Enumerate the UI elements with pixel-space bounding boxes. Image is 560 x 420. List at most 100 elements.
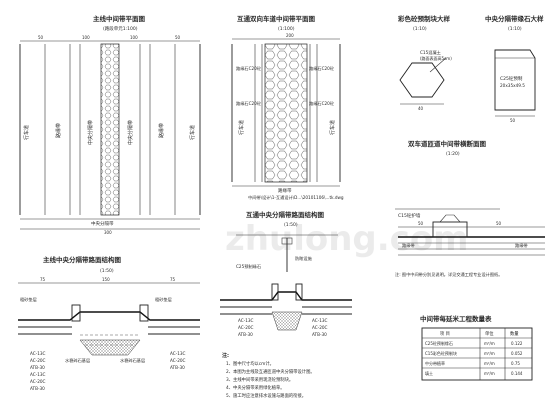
detail-curb-dim: 50 <box>510 118 516 123</box>
table-row-2-item: C15彩色砼预制块 <box>425 350 457 356</box>
table-row-4-unit: m³/m <box>484 371 495 376</box>
section-right-label-right: 路缘带 <box>515 242 528 249</box>
plan-ramp-c20-3: 路缘石C20砼 <box>309 65 335 72</box>
section-ramp-layer-l2: AC-20C <box>238 325 254 330</box>
section-ramp-layer-r1: AC-13C <box>312 318 328 323</box>
section-right-title: 双车道匝道中间带横断面图 <box>408 139 487 148</box>
section-right-scale: (1:20) <box>446 151 460 157</box>
section-right-label-left: 路缘带 <box>402 242 415 249</box>
detail-hex-title: 彩色砼预制块大样 <box>397 14 451 23</box>
plan-main-dim-3: 100 <box>130 35 138 40</box>
plan-main-median-strip <box>100 43 120 216</box>
section-right: 双车道匝道中间带横断面图 (1:20) C15砼护墙 路缘带 路缘带 50 50… <box>395 139 545 278</box>
plan-main-dim-2: 100 <box>82 35 90 40</box>
notes-title: 注: <box>222 352 229 359</box>
section-ramp-layer-r3: ATB-30 <box>312 332 327 337</box>
quantity-table: 中间带每延米工程数量表 项 目 单位 数量 C25砼预制缘石 m³/m 0.12… <box>420 314 533 381</box>
table-header-qty: 数量 <box>510 330 519 337</box>
notes-line-3: 3、主线中间带采用现浇砼预制块。 <box>226 376 293 383</box>
plan-main-dim-1: 50 <box>38 35 44 40</box>
section-ramp-title: 互通中央分隔带路面结构图 <box>246 210 325 219</box>
section-main-dim-3: 75 <box>170 277 176 282</box>
plan-main-title: 主线中间带平面图 <box>93 14 146 23</box>
section-right-label-top: C15砼护墙 <box>398 212 421 219</box>
section-right-dim-1: 50 <box>418 221 424 226</box>
plan-ramp: 互通双向车道中间带平面图 (1:100) 200 行车道 行车道 路缘石C20砼… <box>231 14 341 194</box>
table-row-4-item: 填土 <box>425 370 433 376</box>
plan-main-bottom-dim: 300 <box>104 230 112 235</box>
detail-curb: 中央分隔带缘石大样 (1:10) C25砼预制 20x35x49.5 50 <box>485 14 544 123</box>
table-row-3-item: 中分带植草 <box>425 360 445 366</box>
section-right-note: 注: 图中中间带分别见说明。详见交通工程专业设计图纸。 <box>395 271 502 278</box>
section-main-layer-l3: ATB-30 <box>30 365 45 370</box>
section-main-right-top: 粗砂垫层 <box>155 296 172 303</box>
watermark: zhulong.com <box>225 219 469 259</box>
section-ramp-layer-l1: AC-13C <box>238 318 254 323</box>
section-main: 主线中央分隔带路面结构图 (1:50) 75 150 75 粗砂垫层 粗砂垫层 … <box>18 255 200 391</box>
plan-main-right-lane: 行车道 <box>189 125 196 140</box>
plan-ramp-median-block <box>264 43 308 183</box>
table-header-unit: 单位 <box>485 330 494 337</box>
plan-ramp-c20-2: 路缘石C20砼 <box>236 100 262 107</box>
plan-ramp-c20-1: 路缘石C20砼 <box>236 65 262 72</box>
plan-ramp-bottom-label: 路缘带 <box>278 187 292 194</box>
plan-main-left-lane: 行车道 <box>23 125 30 140</box>
table-row-2-unit: m³/m <box>484 351 495 356</box>
section-ramp-surface <box>220 291 352 301</box>
detail-curb-note-1: C25砼预制 <box>500 75 523 82</box>
notes-line-5: 5、施工时应注意排水设施与路面的衔接。 <box>226 392 306 399</box>
detail-curb-shape <box>494 49 536 111</box>
detail-curb-scale: (1:10) <box>508 26 522 32</box>
section-main-layer-r3: ATB-30 <box>170 365 185 370</box>
detail-hex-note-2: (路面表面高5cm) <box>420 55 452 61</box>
table-row-3-unit: m²/m <box>484 361 495 366</box>
section-main-dim-2: 150 <box>102 277 110 282</box>
detail-hex: 彩色砼预制块大样 (1:10) C15混凝土 (路面表面高5cm) 40 <box>397 14 452 111</box>
section-ramp-tag-2: C25预制缘石 <box>236 263 261 270</box>
plan-ramp-left-lane: 行车道 <box>238 120 245 135</box>
detail-curb-title: 中央分隔带缘石大样 <box>485 14 544 23</box>
plan-main-median-left: 中央分隔带 <box>87 120 94 145</box>
table-header-item: 项 目 <box>440 331 450 337</box>
section-main-drain-left: 水稳碎石基层 <box>65 357 90 364</box>
plan-main-scale: (路段单元1:100) <box>103 25 138 32</box>
section-ramp-scale: (1:50) <box>284 222 298 228</box>
plan-main-dim-4: 50 <box>175 35 181 40</box>
plan-ramp-title: 互通双向车道中间带平面图 <box>237 14 316 23</box>
section-ramp-layer-l3: ATB-30 <box>238 332 253 337</box>
plan-main-bottom-label: 中央分隔带 <box>91 220 114 227</box>
plan-ramp-scale: (1:100) <box>278 26 295 32</box>
section-main-layer-l1: AC-13C <box>30 351 46 356</box>
table-row-1-item: C25砼预制缘石 <box>425 340 453 346</box>
section-ramp-tag-1: 防眩设施 <box>295 255 313 262</box>
section-main-curb-right <box>139 304 149 322</box>
section-main-left-top: 粗砂垫层 <box>20 296 37 303</box>
table-row-1-unit: m³/m <box>484 341 495 346</box>
file-path: 中间带\设计\1-互通设计\D...\20101106\...tk.dwg <box>248 194 344 201</box>
section-main-dim-1: 75 <box>40 277 46 282</box>
section-ramp-layer-r2: AC-20C <box>312 325 328 330</box>
section-main-layer-l2: AC-20C <box>30 358 46 363</box>
plan-ramp-top-dim: 200 <box>286 33 294 38</box>
section-main-drain-right: 水稳碎石基层 <box>120 357 145 364</box>
section-main-layer-r2: AC-20C <box>170 358 186 363</box>
plan-ramp-c20-4: 路缘石C20砼 <box>309 100 335 107</box>
plan-main: 主线中间带平面图 (路段单元1:100) 50 100 100 50 行车道 行… <box>19 14 201 235</box>
section-main-curb-left <box>71 304 81 322</box>
table-row-4-qty: 0.144 <box>511 371 523 376</box>
section-main-surface <box>18 311 200 321</box>
detail-hex-shape <box>399 62 445 98</box>
section-main-layer-l6: ATB-30 <box>30 386 45 391</box>
notes-line-2: 2、本图为主线及互通匝道中央分隔带设计图。 <box>226 368 315 375</box>
notes: 注: 1、图中尺寸均以cm计。 2、本图为主线及互通匝道中央分隔带设计图。 3、… <box>222 352 315 399</box>
section-main-title: 主线中央分隔带路面结构图 <box>43 255 122 264</box>
plan-main-right-shoulder: 路缘带 <box>158 123 165 138</box>
plan-ramp-right-lane: 行车道 <box>329 120 336 135</box>
detail-hex-dim: 40 <box>418 106 424 111</box>
plan-main-left-shoulder: 路缘带 <box>55 123 62 138</box>
detail-hex-scale: (1:10) <box>413 26 427 32</box>
detail-hex-note-1: C15混凝土 <box>420 49 441 56</box>
table-frame <box>421 327 533 381</box>
table-title: 中间带每延米工程数量表 <box>420 314 492 323</box>
plan-main-median-right: 中央分隔带 <box>127 120 134 145</box>
